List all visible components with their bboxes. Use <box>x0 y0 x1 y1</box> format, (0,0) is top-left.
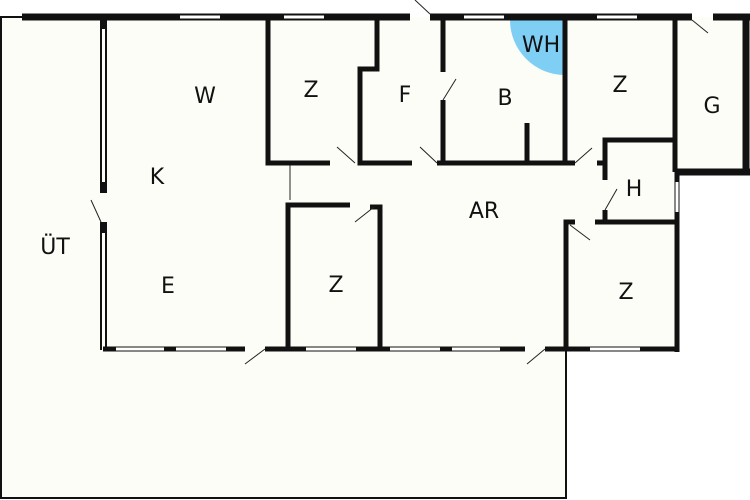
room-label-work: AR <box>469 199 499 224</box>
wet-area-zone <box>510 20 565 75</box>
room-label-dining: E <box>161 274 175 299</box>
room-label-room4: Z <box>618 280 633 305</box>
room-label-garage: G <box>703 94 720 119</box>
room-label-living: W <box>194 84 216 109</box>
room-label-wet-zone: WH <box>522 33 560 58</box>
doors <box>90 0 709 365</box>
room-label-room2: Z <box>612 73 627 98</box>
terrace-outline <box>0 16 567 499</box>
room-label-kitchen: K <box>150 165 165 190</box>
floor-area <box>1 17 747 498</box>
windows <box>116 15 679 351</box>
room-label-terrace: ÜT <box>40 234 70 260</box>
room-label-bath: B <box>497 86 512 111</box>
room-label-hall: F <box>399 83 412 108</box>
room-label-room1: Z <box>303 78 318 103</box>
room-label-room3: Z <box>328 273 343 298</box>
room-labels: W Z F WH B Z G K H AR ÜT E Z Z <box>40 33 720 305</box>
room-label-utility: H <box>626 177 643 202</box>
